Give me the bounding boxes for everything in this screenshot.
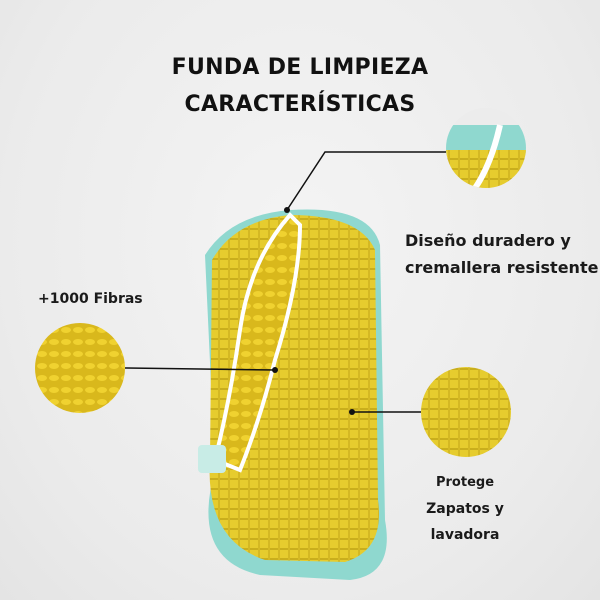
title-line-1: FUNDA DE LIMPIEZA	[171, 55, 429, 80]
zipper-pointer-line	[286, 151, 446, 211]
fibers-pointer-line	[124, 367, 276, 371]
texture-closeup-image	[421, 367, 511, 457]
protect-line-2: Zapatos y lavadora	[426, 501, 504, 543]
protect-feature-label: Protege Zapatos y lavadora	[390, 470, 540, 548]
title-line-2: CARACTERÍSTICAS	[184, 92, 416, 117]
cleaning-bag-image	[198, 209, 387, 580]
durable-feature-label: Diseño duradero y cremallera resistente	[405, 227, 598, 281]
zipper-closeup-image	[446, 108, 526, 188]
fibers-label: +1000 Fibras	[38, 291, 143, 307]
protect-line-1: Protege	[435, 475, 495, 490]
fibers-closeup-image	[35, 323, 125, 413]
durable-line-2: cremallera resistente	[405, 258, 599, 277]
durable-line-1: Diseño duradero y	[405, 231, 571, 250]
